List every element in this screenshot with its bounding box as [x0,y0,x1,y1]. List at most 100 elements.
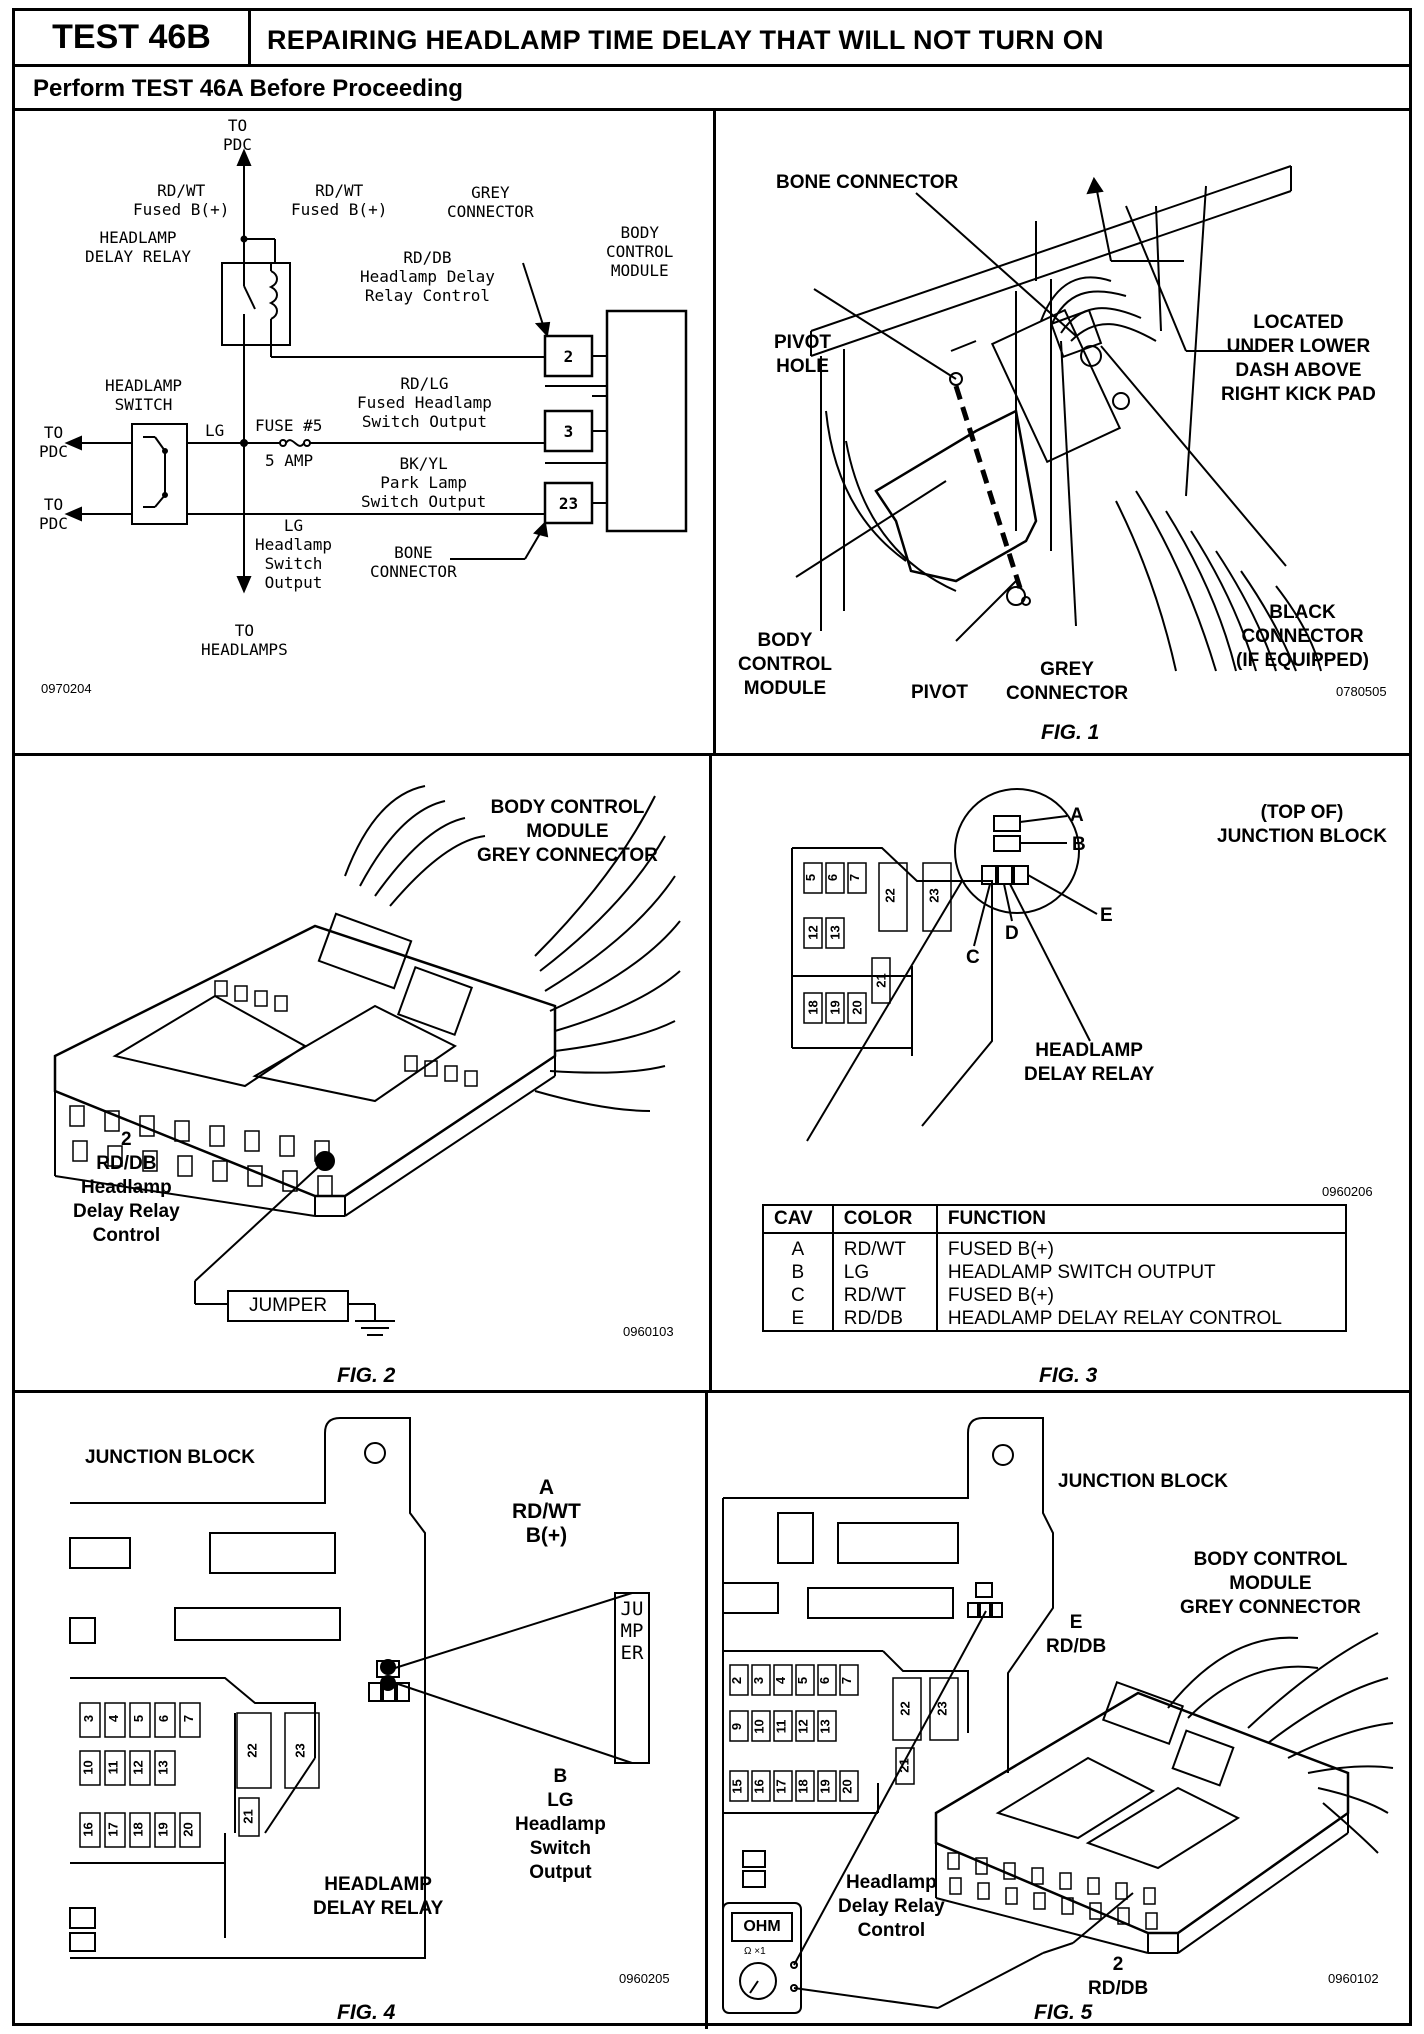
cav-b-label: B LG Headlamp Switch Output [515,1766,606,1883]
fig1-panel: BONE CONNECTOR PIVOT HOLE LOCATED UNDER … [716,111,1412,753]
table-row: E RD/DB HEADLAMP DELAY RELAY CONTROL [763,1307,1346,1331]
headlamp-delay-relay-label: HEADLAMP DELAY RELAY [313,1874,444,1919]
table-row: B LG HEADLAMP SWITCH OUTPUT [763,1261,1346,1284]
fig4-drawing [69,1417,650,1959]
to-pdc-top-label: TO PDC [223,116,252,154]
cav-a-label: A RD/WT B(+) [512,1476,581,1547]
fuse-23: 23 [292,1743,308,1758]
fuse-12: 12 [795,1719,811,1734]
fig4-code: 0960205 [619,1971,670,1986]
fuse-16: 16 [80,1822,96,1837]
fuse-11: 11 [105,1760,121,1775]
fig3-code: 0960206 [1322,1184,1373,1199]
fig3-caption: FIG. 3 [1039,1364,1098,1387]
grid-divider-4 [15,1390,1409,1393]
fig5-caption: FIG. 5 [1034,2001,1093,2024]
fuse-10: 10 [80,1760,96,1775]
grid-divider-2 [15,753,1409,756]
fuse-15: 15 [729,1779,745,1794]
pin-2: 2 [563,347,574,366]
fuse-16: 16 [751,1779,767,1794]
function-cell: FUSED B(+) [935,1233,1346,1261]
test-title: REPAIRING HEADLAMP TIME DELAY THAT WILL … [267,25,1104,55]
fig4-panel: 3 4 5 6 7 22 23 10 11 12 13 21 16 17 18 … [15,1393,705,2029]
bcm-grey-connector-label: BODY CONTROL MODULE GREY CONNECTOR [1180,1549,1361,1618]
color-cell: RD/DB [831,1307,937,1331]
fuse-23: 23 [934,1701,950,1716]
test-prerequisite: Perform TEST 46A Before Proceeding [15,67,1409,111]
fuse-6: 6 [156,1714,172,1723]
fuse-21: 21 [896,1758,912,1773]
table-row: C RD/WT FUSED B(+) [763,1284,1346,1307]
fuse-12: 12 [805,925,821,940]
cav-e-label: E RD/DB [1046,1612,1107,1657]
fuse-17: 17 [773,1779,789,1794]
function-cell: HEADLAMP SWITCH OUTPUT [935,1261,1346,1284]
pin-23: 23 [558,494,579,513]
bcm-label: BODY CONTROL MODULE [606,223,674,280]
fuse-5: 5 [131,1714,147,1723]
fuse-label: FUSE #5 [255,416,323,435]
lg-output-label: LG Headlamp Switch Output [255,516,333,592]
fuse-7: 7 [847,873,863,882]
color-cell: RD/WT [831,1233,937,1261]
wiring-schematic [64,148,688,594]
cav-cell: C [791,1285,805,1306]
fig4-caption: FIG. 4 [337,2001,396,2024]
rdwt-right-label: RD/WT Fused B(+) [291,181,388,219]
cav-b-label: B [1072,834,1086,855]
cavity-table-header: CAV COLOR FUNCTION [763,1205,1346,1234]
jumper-label: JUMPER [620,1598,644,1664]
cav-cell: B [791,1262,805,1283]
pin-2-label: 2 RD/DB [1088,1954,1149,1999]
fig1-caption: FIG. 1 [1041,721,1100,744]
fuse-18: 18 [130,1822,146,1837]
fuse-20: 20 [849,1000,865,1015]
to-headlamps-label: TO HEADLAMPS [201,621,288,659]
fuse-18: 18 [805,1000,821,1015]
fuse-19: 19 [155,1822,171,1837]
pin-2-label: 2 RD/DB Headlamp Delay Relay Control [73,1129,180,1246]
grey-connector-label: GREY CONNECTOR [1006,659,1129,704]
fig1-drawing [795,165,1322,672]
lg-wire-label: LG [205,421,225,440]
fuse-3: 3 [81,1714,97,1723]
header-color: COLOR [831,1205,937,1234]
fuse-7: 7 [839,1676,855,1685]
headlamp-delay-relay-label: HEADLAMP DELAY RELAY [1024,1040,1155,1085]
headlamp-delay-relay-label: HEADLAMP DELAY RELAY [85,228,191,266]
fuse-17: 17 [105,1822,121,1837]
bone-connector-label: BONE CONNECTOR [776,172,959,193]
black-connector-label: BLACK CONNECTOR (IF EQUIPPED) [1236,602,1370,671]
fuse-amp-label: 5 AMP [265,451,314,470]
fuse-6: 6 [817,1676,833,1685]
fuse-13: 13 [827,925,843,940]
jumper-label: JUMPER [248,1295,328,1316]
fuse-18: 18 [795,1779,811,1794]
relay-control-label: Headlamp Delay Relay Control [838,1872,945,1941]
cav-cell: E [791,1308,805,1329]
fig2-drawing [53,785,681,1336]
junction-block-label: JUNCTION BLOCK [1058,1471,1228,1492]
ohmmeter-scale: Ω ×1 [744,1946,766,1957]
fuse-4: 4 [106,1714,122,1723]
fuse-11: 11 [773,1719,789,1734]
fuse-13: 13 [817,1719,833,1734]
fig2-caption: FIG. 2 [337,1364,396,1387]
fig5-code: 0960102 [1328,1971,1379,1986]
fuse-19: 19 [827,1000,843,1015]
fuse-5: 5 [803,873,819,882]
ohmmeter-label: OHM [743,1918,781,1935]
fuse-21: 21 [240,1809,256,1824]
fuse-7: 7 [181,1714,197,1723]
service-page: TEST 46B REPAIRING HEADLAMP TIME DELAY T… [12,8,1412,2029]
cavity-table: CAV COLOR FUNCTION A RD/WT FUSED B(+) B … [762,1204,1347,1332]
fig2-title: BODY CONTROL MODULE GREY CONNECTOR [477,797,658,866]
bcm-label: BODY CONTROL MODULE [738,630,832,699]
fig2-panel: BODY CONTROL MODULE GREY CONNECTOR 2 RD/… [15,756,709,1390]
fuse-19: 19 [817,1779,833,1794]
pivot-hole-label: PIVOT HOLE [774,332,832,377]
fuse-20: 20 [839,1779,855,1794]
pin-3: 3 [563,422,574,441]
fig2-code: 0960103 [623,1324,674,1339]
